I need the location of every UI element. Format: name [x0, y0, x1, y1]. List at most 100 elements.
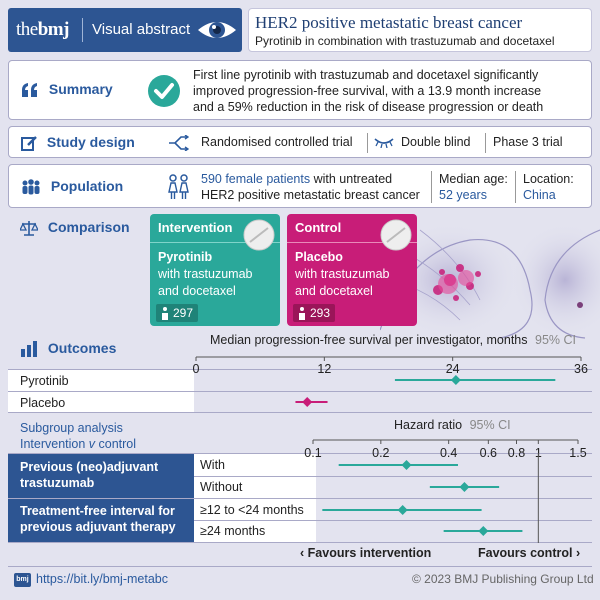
bmj-small-logo: bmj [14, 573, 31, 587]
favours-intervention: ‹ Favours intervention [300, 546, 431, 560]
brand-divider [82, 18, 83, 42]
outcome-row-divider [8, 391, 592, 392]
control-card: Control Placebo with trastuzumab and doc… [287, 214, 417, 326]
population-card: Population 590 female patients with untr… [8, 164, 592, 208]
intervention-line-3: and docetaxel [158, 284, 236, 298]
summary-line-1: First line pyrotinib with trastuzumab an… [193, 68, 539, 82]
outcomes-heading-text: Outcomes [47, 340, 117, 356]
subgroup-row-label: ≥24 months [200, 524, 266, 538]
subgroup-row-label: ≥12 to <24 months [200, 503, 304, 517]
subgroup-group-2: Treatment-free interval for previous adj… [8, 499, 194, 542]
randomise-icon [169, 135, 189, 151]
point-estimate [478, 526, 489, 536]
population-text: 590 female patients with untreated HER2 … [201, 171, 420, 203]
subgroup-heading-1: Subgroup analysis [20, 421, 123, 435]
outcomes-heading: Outcomes [20, 340, 117, 358]
outcomes-table: Pyrotinib Placebo [8, 369, 592, 413]
chevron-left-icon: ‹ [300, 546, 305, 560]
chevron-right-icon: › [575, 546, 581, 560]
control-n: 293 [310, 306, 331, 320]
median-age: Median age: 52 years [439, 171, 508, 203]
favours-control-label: Favours control [478, 546, 573, 560]
location: Location: China [523, 171, 574, 203]
outcomes-axis-title: Median progression-free survival per inv… [210, 333, 576, 347]
subgroup-group-1: Previous (neo)adjuvant trastuzumab [8, 454, 194, 498]
brand-bmj: bmj [37, 19, 70, 40]
x-tick-label: 24 [446, 362, 460, 376]
bar-chart-icon [21, 341, 37, 358]
control-line-3: and docetaxel [295, 284, 373, 298]
age-value: 52 years [439, 188, 487, 202]
divider-4 [515, 171, 516, 203]
summary-card: Summary First line pyrotinib with trastu… [8, 60, 592, 120]
group-2-label-1: Treatment-free interval for [20, 504, 175, 518]
subgroup-heading-2c: control [95, 437, 137, 451]
design-double-blind: Double blind [401, 135, 471, 149]
population-text-2: HER2 positive metastatic breast cancer [201, 188, 420, 202]
divider-1 [367, 133, 368, 153]
closed-eye-icon [374, 138, 394, 148]
title-box: HER2 positive metastatic breast cancer P… [248, 8, 592, 52]
subgroup-row-label: With [200, 458, 225, 472]
point-estimate [397, 505, 408, 515]
location-label: Location: [523, 172, 574, 186]
outcome-row-label: Pyrotinib [20, 374, 69, 388]
women-icon [168, 174, 189, 199]
pfs-ci-label: 95% CI [535, 333, 576, 347]
intervention-divider [150, 242, 280, 243]
age-label: Median age: [439, 172, 508, 186]
bmj-logo: thebmj [16, 19, 69, 41]
x-tick-label: 0.2 [372, 446, 389, 460]
location-value: China [523, 188, 556, 202]
intervention-drug: Pyrotinib [158, 250, 213, 264]
subrow-divider [194, 476, 592, 477]
subrow-divider [8, 498, 592, 499]
subgroup-heading: Subgroup analysis Intervention v control [20, 420, 136, 452]
point-estimate [459, 482, 470, 492]
group-2-label-2: previous adjuvant therapy [20, 520, 176, 534]
control-label: Control [295, 220, 342, 235]
summary-text: First line pyrotinib with trastuzumab an… [193, 67, 543, 115]
point-estimate [401, 460, 412, 470]
person-icon [299, 307, 305, 320]
outcome-row-label: Placebo [20, 396, 66, 410]
pfs-axis-label: Median progression-free survival per inv… [210, 333, 528, 347]
x-tick-label: 0.4 [440, 446, 457, 460]
intervention-line-2: with trastuzumab [158, 267, 253, 281]
point-estimate [450, 375, 461, 385]
eye-icon [198, 22, 236, 38]
favours-intervention-label: Favours intervention [307, 546, 432, 560]
pencil-icon [21, 136, 37, 152]
footer-link[interactable]: https://bit.ly/bmj-metabc [36, 572, 168, 586]
check-icon [148, 75, 180, 107]
x-tick-label: 0.6 [480, 446, 497, 460]
subgroup-heading-2a: Intervention [20, 437, 89, 451]
control-line-2: with trastuzumab [295, 267, 390, 281]
control-drug: Placebo [295, 250, 343, 264]
summary-line-3: and a 59% reduction in the risk of disea… [193, 100, 544, 114]
x-tick-label: 12 [317, 362, 331, 376]
x-tick-label: 0.1 [304, 446, 321, 460]
subrow-divider [194, 520, 592, 521]
intervention-n-box: 297 [156, 304, 198, 322]
subgroup-row-label: Without [200, 480, 243, 494]
study-design-heading: Study design [21, 134, 135, 152]
person-icon [162, 307, 168, 320]
group-1-label-1: Previous (neo)adjuvant [20, 460, 159, 474]
hr-axis-title: Hazard ratio 95% CI [394, 418, 511, 432]
x-tick-label: 0 [193, 362, 200, 376]
design-randomised: Randomised controlled trial [201, 135, 353, 149]
page-title: HER2 positive metastatic breast cancer [255, 13, 523, 32]
copyright: © 2023 BMJ Publishing Group Ltd [412, 572, 594, 586]
summary-line-2: improved progression-free survival, with… [193, 84, 542, 98]
summary-heading-text: Summary [48, 81, 113, 97]
point-estimate [302, 397, 313, 407]
hr-axis-label: Hazard ratio [394, 418, 463, 432]
footer-divider [8, 566, 592, 567]
page-subtitle: Pyrotinib in combination with trastuzuma… [255, 34, 555, 48]
intervention-label: Intervention [158, 220, 233, 235]
brand-box: thebmj Visual abstract [8, 8, 242, 52]
control-n-box: 293 [293, 304, 335, 322]
favours-control: Favours control › [478, 546, 580, 560]
